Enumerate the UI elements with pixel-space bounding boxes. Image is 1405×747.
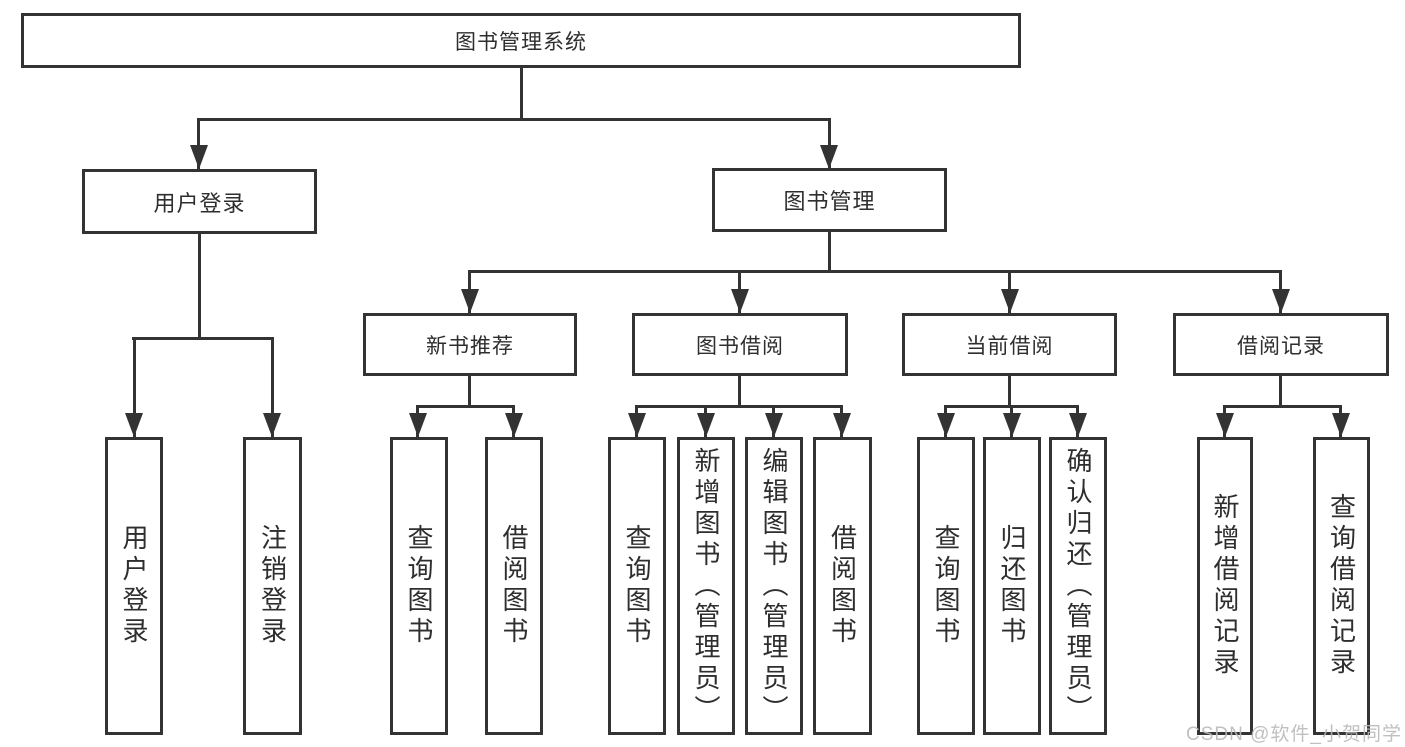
arrowhead-bb-add: [697, 413, 715, 437]
node-borrow-records: 借阅记录: [1173, 313, 1389, 376]
arrowhead-bb-borrow: [833, 413, 851, 437]
node-book-borrow: 图书借阅: [632, 313, 848, 376]
connector-drop-user-login: [197, 118, 200, 169]
leaf-query-books-borrow: 查询图书: [608, 437, 666, 735]
connector-new-book-split: [416, 405, 515, 408]
leaf-add-borrow-record: 新增借阅记录: [1197, 437, 1253, 735]
leaf-borrow-books-recommend: 借阅图书: [485, 437, 543, 735]
arrowhead-borrow-records: [1272, 289, 1290, 313]
arrowhead-nb-query: [409, 413, 427, 437]
connector-drop-leaf-user-login: [133, 337, 136, 437]
node-root-library-system: 图书管理系统: [21, 13, 1021, 68]
arrowhead-leaf-user-login: [125, 413, 143, 437]
leaf-add-books-admin: 新增图书（管理员）: [677, 437, 735, 735]
node-new-book-recommend: 新书推荐: [363, 313, 577, 376]
connector-book-borrow-trunk: [738, 376, 741, 405]
leaf-query-books-current: 查询图书: [917, 437, 975, 735]
arrowhead-cb-confirm: [1069, 413, 1087, 437]
arrowhead-bb-query: [628, 413, 646, 437]
arrowhead-current-borrow: [1001, 289, 1019, 313]
arrowhead-book-borrow: [731, 289, 749, 313]
arrowhead-bb-edit: [765, 413, 783, 437]
connector-book-management-trunk: [828, 232, 831, 270]
connector-drop-book-management: [828, 118, 831, 169]
arrowhead-br-add: [1216, 413, 1234, 437]
leaf-return-books: 归还图书: [983, 437, 1041, 735]
connector-borrow-records-split: [1223, 405, 1342, 408]
arrowhead-cb-query: [937, 413, 955, 437]
connector-new-book-trunk: [468, 376, 471, 405]
arrowhead-book-management: [820, 145, 838, 169]
leaf-confirm-return-admin: 确认归还（管理员）: [1049, 437, 1107, 735]
arrowhead-new-book-recommend: [461, 289, 479, 313]
node-current-borrow: 当前借阅: [902, 313, 1117, 376]
arrowhead-leaf-logout: [263, 413, 281, 437]
arrowhead-nb-borrow: [505, 413, 523, 437]
leaf-user-login: 用户登录: [105, 437, 163, 735]
leaf-query-borrow-record: 查询借阅记录: [1313, 437, 1370, 735]
arrowhead-user-login: [190, 145, 208, 169]
arrowhead-cb-return: [1003, 413, 1021, 437]
connector-root-trunk: [520, 68, 523, 118]
connector-borrow-records-trunk: [1279, 376, 1282, 405]
leaf-query-books-recommend: 查询图书: [390, 437, 448, 735]
connector-book-borrow-split: [635, 405, 843, 408]
connector-user-login-split: [132, 337, 274, 340]
connector-root-split: [197, 118, 831, 121]
arrowhead-br-query: [1332, 413, 1350, 437]
csdn-watermark: CSDN @软件_小贺同学: [1186, 724, 1402, 745]
leaf-edit-books-admin: 编辑图书（管理员）: [745, 437, 803, 735]
connector-current-borrow-trunk: [1008, 376, 1011, 405]
connector-book-management-split: [468, 270, 1282, 273]
leaf-logout: 注销登录: [243, 437, 302, 735]
connector-user-login-trunk: [198, 234, 201, 337]
node-book-management: 图书管理: [712, 168, 947, 232]
connector-drop-leaf-logout: [271, 337, 274, 437]
leaf-borrow-books: 借阅图书: [813, 437, 872, 735]
node-user-login: 用户登录: [82, 169, 317, 234]
